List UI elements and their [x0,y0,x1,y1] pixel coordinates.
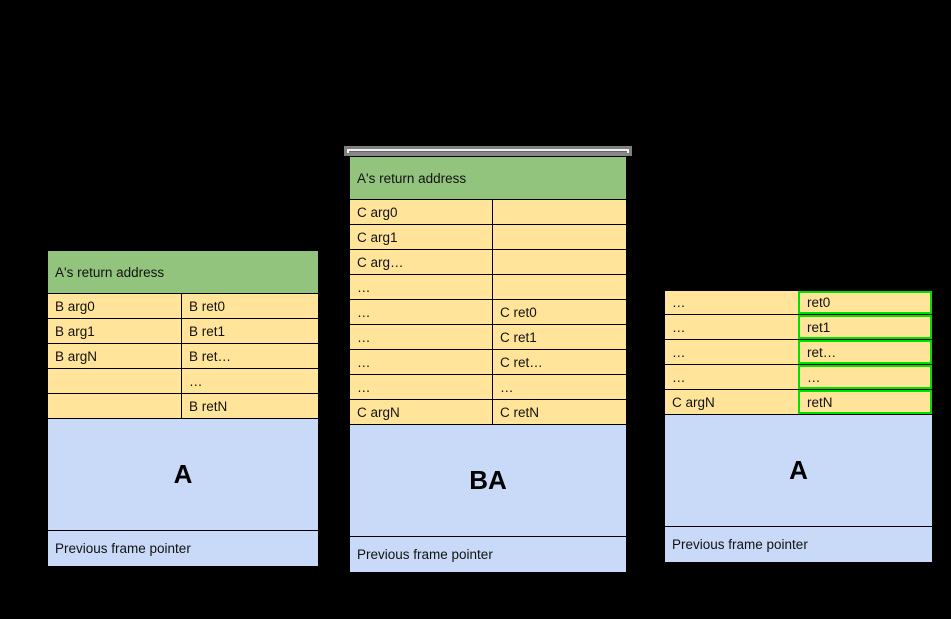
ret-cell: C ret0 [492,300,626,324]
stack-frame-middle: A's return address C arg0 C arg1 C arg… … [344,146,632,573]
ret-cell [492,250,626,274]
ret-cell: … [181,369,318,393]
table-row: C arg1 [349,225,627,250]
arg-cell [48,369,181,393]
arg-cell: C arg0 [350,200,492,224]
table-row: … … [664,365,933,390]
arg-cell: B argN [48,344,181,368]
previous-frame-pointer-label: Previous frame pointer [665,527,932,562]
table-row: … [349,275,627,300]
ret-cell: B ret1 [181,319,318,343]
ret-cell-highlighted: … [798,365,932,389]
frame-body-row: BA [349,425,627,537]
previous-frame-pointer-label: Previous frame pointer [48,531,318,566]
arg-cell: … [665,291,799,314]
ret-cell: … [492,375,626,399]
ret-cell [492,275,626,299]
arg-cell: … [665,340,799,364]
ret-cell: C retN [492,400,626,424]
ret-cell-highlighted: ret1 [798,315,932,339]
table-row: B arg1 B ret1 [47,319,319,344]
arg-cell: C arg… [350,250,492,274]
frame-body-row: A [47,419,319,531]
arg-cell: … [350,300,492,324]
table-row: C arg0 [349,200,627,225]
arg-cell: B arg0 [48,294,181,318]
arg-cell [48,394,181,418]
table-row: C arg… [349,250,627,275]
arg-cell: C argN [665,390,799,414]
arg-cell: … [665,315,799,339]
return-address-label: A's return address [350,157,626,199]
stack-top-rule-middle [349,151,627,156]
table-row: C argN retN [664,390,933,415]
table-row: … C ret0 [349,300,627,325]
ret-cell-highlighted: retN [798,390,932,414]
ret-cell: B ret… [181,344,318,368]
table-row: B retN [47,394,319,419]
ret-cell: B retN [181,394,318,418]
arg-cell: … [350,325,492,349]
arg-cell: … [350,375,492,399]
table-row: … ret… [664,340,933,365]
table-row: … ret0 [664,290,933,315]
table-row: B argN B ret… [47,344,319,369]
table-row: … ret1 [664,315,933,340]
ret-cell-highlighted: ret… [798,340,932,364]
ret-cell: B ret0 [181,294,318,318]
previous-frame-pointer-row: Previous frame pointer [349,537,627,573]
table-row: C argN C retN [349,400,627,425]
arg-cell: … [350,350,492,374]
arg-cell: B arg1 [48,319,181,343]
previous-frame-pointer-label: Previous frame pointer [350,537,626,572]
table-row: … C ret1 [349,325,627,350]
frame-body-label: A [48,419,318,530]
ret-cell [492,200,626,224]
ret-cell [492,225,626,249]
arg-cell: C argN [350,400,492,424]
table-row: … … [349,375,627,400]
table-row: … [47,369,319,394]
frame-body-label: A [665,415,932,526]
previous-frame-pointer-row: Previous frame pointer [47,531,319,567]
return-address-label: A's return address [48,251,318,293]
previous-frame-pointer-row: Previous frame pointer [664,527,933,563]
arg-cell: … [350,275,492,299]
ret-cell: C ret… [492,350,626,374]
arg-cell: … [665,365,799,389]
table-row: … C ret… [349,350,627,375]
table-row: B arg0 B ret0 [47,294,319,319]
arg-cell: C arg1 [350,225,492,249]
frame-body-label: BA [350,425,626,536]
return-address-row: A's return address [47,250,319,294]
frame-body-row: A [664,415,933,527]
return-address-row: A's return address [349,156,627,200]
ret-cell-highlighted: ret0 [798,291,932,314]
ret-cell: C ret1 [492,325,626,349]
